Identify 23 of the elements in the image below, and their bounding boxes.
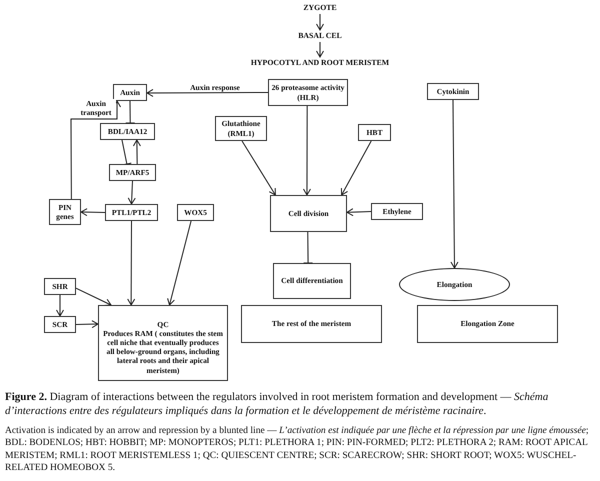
note-text: Activation is indicated by an arrow and repression by a blunted line — L’activation est indiquée par une flèche et la répression par une ligne émoussée; BDL: BODENLOS; HBT: HOBBIT; MP: MONOPTEROS; PLT1: PLETHORA 1; PIN: PIN-FORMED; PLT2: PLETHORA 2; RAM: ROOT APICAL MERISTEM; RML1: ROOT MERISTEMLESS 1; QC: QUIESCENT CENTRE; SCR: SCARECROW; SHR: SHORT ROOT; WOX5: WUSCHEL-RELATED HOMEOBOX 5. [5,425,590,475]
inhibition-line [122,140,132,166]
arrow [302,106,311,196]
inhibition-line [303,232,314,264]
arrow [316,42,324,58]
figure-caption: Figure 2. Diagram of interactions between the regulators involved in root meristem formation and development — Schéma d’interactions entre des régulateurs impliqués dans la formation et le développement de méristème racinaire. [5,390,550,419]
inhibition-line [125,100,136,124]
arrow [450,100,458,268]
arrow [340,140,372,196]
arrow [80,208,106,216]
arrow [316,14,324,30]
arrow [167,220,192,306]
arrow [56,294,64,316]
arrow [146,88,268,97]
arrow [70,100,122,200]
qc-box [98,305,228,381]
arrow [128,180,136,204]
arrow [76,288,112,306]
arrow [127,220,136,306]
arrow [76,320,98,328]
arrow [132,140,141,164]
arrow [242,140,276,196]
arrow [346,208,372,216]
